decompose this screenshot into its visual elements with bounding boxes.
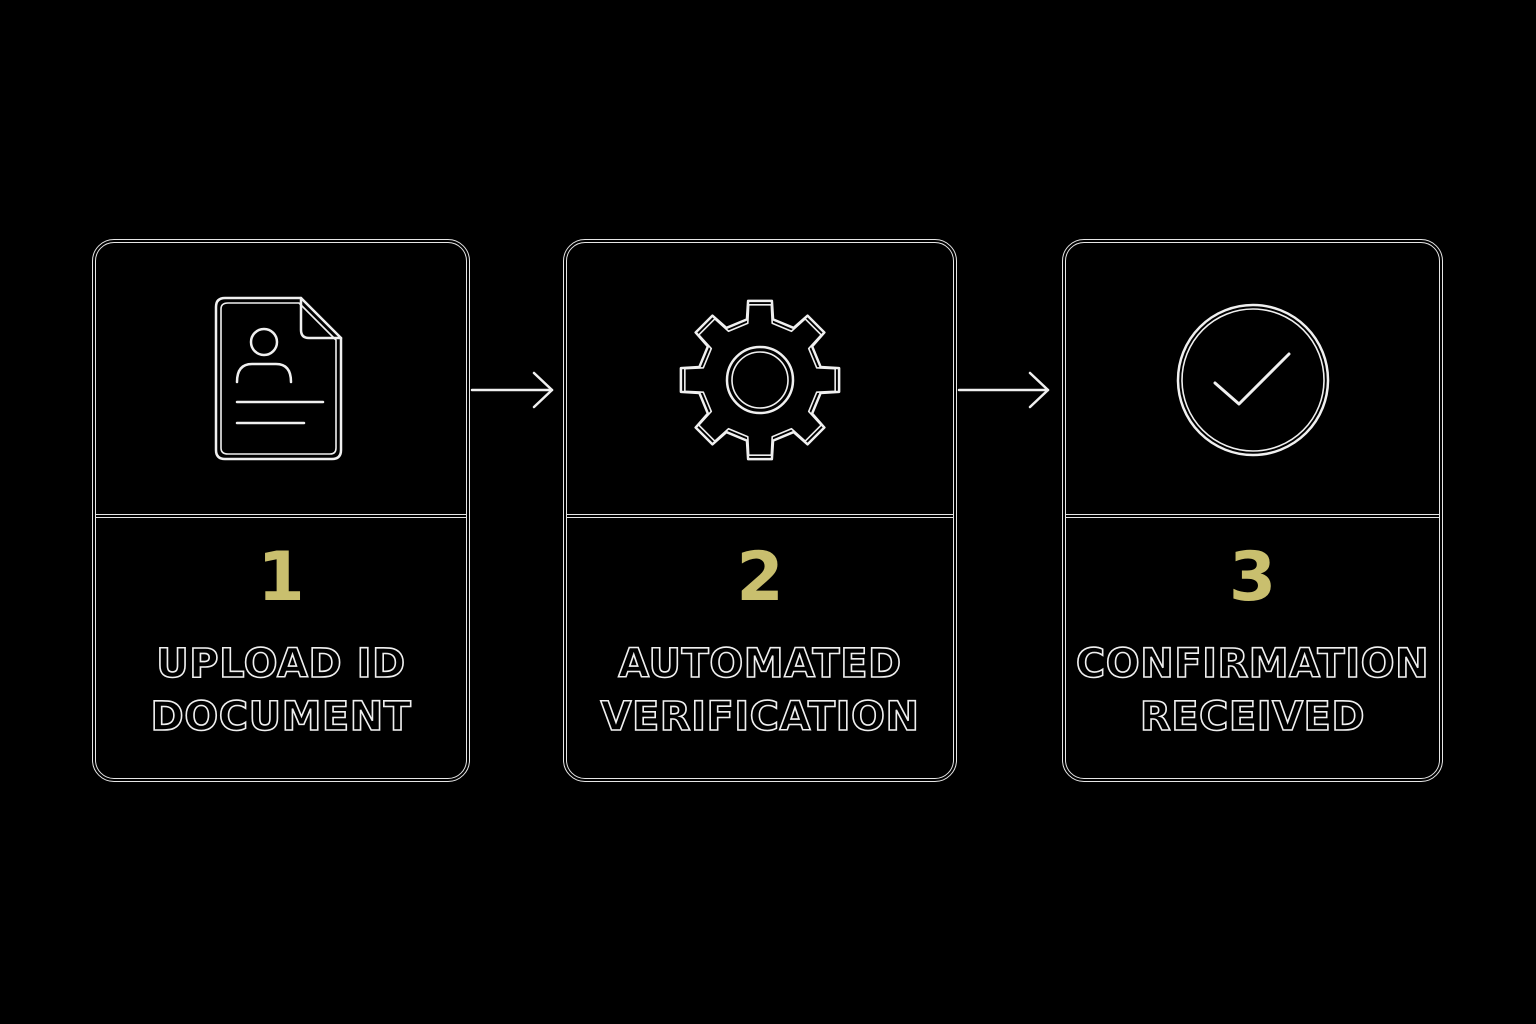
step-number-1: 1 bbox=[257, 538, 305, 617]
step-label-3-line-2: RECEIVED bbox=[1139, 693, 1366, 741]
step-label-3-line-1: CONFIRMATION bbox=[1075, 640, 1430, 688]
arrow-right-icon bbox=[470, 371, 554, 409]
arrow-right-icon bbox=[957, 371, 1050, 409]
step-label-2-line-2: VERIFICATION bbox=[600, 693, 920, 741]
id-document-icon bbox=[214, 296, 343, 461]
step-number-3: 3 bbox=[1228, 538, 1277, 617]
step-card-1-icon-area bbox=[96, 243, 466, 516]
step-label-1-line-2: DOCUMENT bbox=[150, 693, 412, 741]
check-circle-icon bbox=[1176, 303, 1329, 456]
step-card-1: 1 UPLOAD ID DOCUMENT bbox=[92, 239, 470, 782]
step-card-3-icon-area bbox=[1066, 243, 1439, 516]
step-card-3: 3 CONFIRMATION RECEIVED bbox=[1062, 239, 1443, 782]
step-number-2: 2 bbox=[736, 538, 784, 617]
gear-icon bbox=[679, 299, 841, 460]
step-card-3-divider bbox=[1066, 514, 1439, 518]
step-card-3-text-area: 3 CONFIRMATION RECEIVED bbox=[1066, 520, 1439, 778]
step-card-2: 2 AUTOMATED VERIFICATION bbox=[563, 239, 957, 782]
step-label-2-line-1: AUTOMATED bbox=[617, 640, 902, 688]
step-card-2-text-area: 2 AUTOMATED VERIFICATION bbox=[567, 520, 953, 778]
step-card-2-divider bbox=[567, 514, 953, 518]
step-label-1-line-1: UPLOAD ID bbox=[155, 640, 406, 688]
step-card-2-icon-area bbox=[567, 243, 953, 516]
step-card-1-divider bbox=[96, 514, 466, 518]
step-card-1-text-area: 1 UPLOAD ID DOCUMENT bbox=[96, 520, 466, 778]
